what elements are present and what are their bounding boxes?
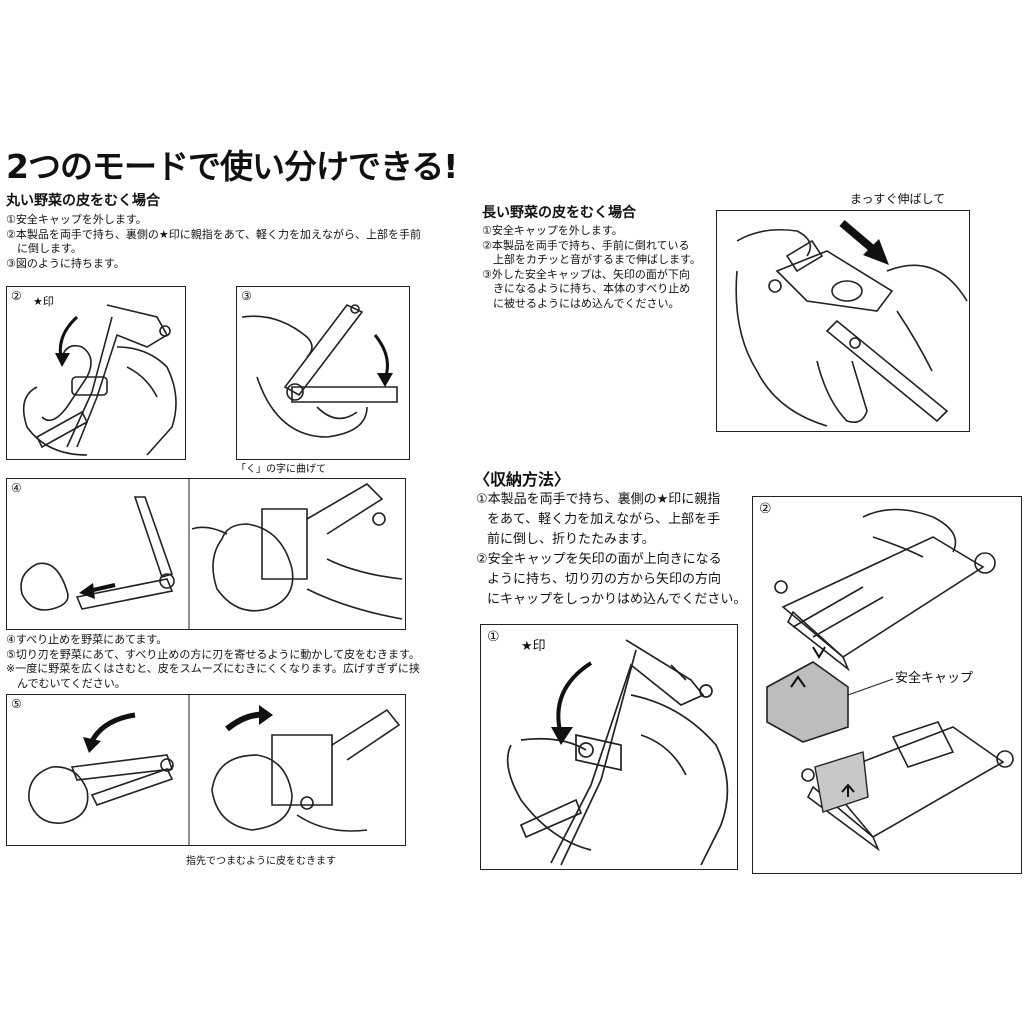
illustration-extend-peeler <box>716 210 970 432</box>
panel-number: ③ <box>241 289 252 303</box>
round-note-4: ④すべり止めを野菜にあてます。 <box>6 633 168 646</box>
round-step-3: ③図のように持ちます。 <box>6 256 125 270</box>
storage-step-1-cont-2: 前に倒し、折りたたみます。 <box>487 532 655 547</box>
panel-5-caption: 指先でつまむように皮をむきます <box>186 856 336 867</box>
round-notes: ④すべり止めを野菜にあてます。 ⑤切り刃を野菜にあて、すべり止めの方に刃を寄せる… <box>6 633 420 691</box>
panel-number: ① <box>487 629 500 645</box>
storage-step-2-cont-1: ように持ち、切り刃の方から矢印の方向 <box>487 572 722 587</box>
hands-folding-for-storage-drawing <box>506 639 729 866</box>
round-note-5: ⑤切り刃を野菜にあて、すべり止めの方に刃を寄せるように動かして皮をむきます。 <box>6 647 420 661</box>
long-heading: 長い野菜の皮をむく場合 <box>482 205 636 221</box>
panel-number: ② <box>11 289 22 303</box>
round-steps: ①安全キャップを外します。 ②本製品を両手で持ち、裏側の★印に親指をあて、軽く力… <box>6 213 421 271</box>
panel-3-caption: 「く」の字に曲げて <box>236 464 326 475</box>
star-mark-label: ★印 <box>521 639 546 654</box>
hands-folding-peeler-drawing <box>22 304 177 456</box>
cap-attachment-drawing <box>766 508 1014 852</box>
panel-number: ⑤ <box>11 697 22 711</box>
illustration-bend-peeler: ③ <box>236 286 410 460</box>
round-heading: 丸い野菜の皮をむく場合 <box>6 193 160 209</box>
storage-steps: ①本製品を両手で持ち、裏側の★印に親指 をあて、軽く力を加えながら、上部を手 前… <box>476 490 742 610</box>
panel-number: ④ <box>11 481 22 495</box>
round-step-2-cont: に倒します。 <box>17 242 82 255</box>
storage-steps-clip: ①本製品を両手で持ち、裏側の★印に親指 をあて、軽く力を加えながら、上部を手 前… <box>476 490 742 616</box>
long-step-3: ③外した安全キャップは、矢印の面が下向 <box>482 267 690 281</box>
long-caption: まっすぐ伸ばして <box>850 192 946 206</box>
long-step-2: ②本製品を両手で持ち、手前に倒れている <box>482 238 690 252</box>
hand-holding-bent-peeler-drawing <box>241 304 398 438</box>
long-steps: ①安全キャップを外します。 ②本製品を両手で持ち、手前に倒れている 上部をカチッ… <box>482 224 701 311</box>
illustration-apply-grip: ④ <box>6 478 406 630</box>
storage-step-1: ①本製品を両手で持ち、裏側の★印に親指 <box>476 492 721 507</box>
storage-step-2-cont-2: にキャップをしっかりはめ込んでください。 <box>487 592 742 607</box>
round-step-1: ①安全キャップを外します。 <box>6 213 147 226</box>
illustration-attach-cap: ② 安全キャップ <box>752 496 1022 874</box>
round-step-2: ②本製品を両手で持ち、裏側の★印に親指をあて、軽く力を加えながら、上部を手前 <box>6 227 421 241</box>
illustration-peel-round: ⑤ <box>6 694 406 846</box>
illustration-fold-storage: ① ★印 <box>480 624 738 870</box>
panel-number: ② <box>759 501 772 517</box>
page-title: 2つのモードで使い分けできる! <box>6 147 458 186</box>
round-note-caution-cont: んでむいてください。 <box>17 676 126 690</box>
storage-heading: 〈収納方法〉 <box>474 470 571 489</box>
round-note-caution: ※一度に野菜を広くはさむと、皮をスムーズにむきにくくなります。広げすぎずに挟 <box>6 662 420 675</box>
peeling-potato-drawing <box>28 695 401 845</box>
hands-extending-peeler-drawing <box>735 219 968 427</box>
long-step-2-cont: 上部をカチッと音がするまで伸ばします。 <box>493 253 701 266</box>
long-step-3-cont-2: に被せるようにはめ込んでください。 <box>493 296 680 310</box>
star-mark-label: ★印 <box>33 295 54 308</box>
storage-step-1-cont-1: をあて、軽く力を加えながら、上部を手 <box>487 512 721 527</box>
long-step-1: ①安全キャップを外します。 <box>482 224 623 237</box>
storage-step-2: ②安全キャップを矢印の面が上向きになる <box>476 552 722 567</box>
safety-cap-label: 安全キャップ <box>895 671 974 686</box>
illustration-fold-peeler: ② ★印 <box>6 286 186 460</box>
long-step-3-cont-1: きになるように持ち、本体のすべり止め <box>493 282 691 295</box>
peeler-and-potato-drawing <box>20 479 403 629</box>
